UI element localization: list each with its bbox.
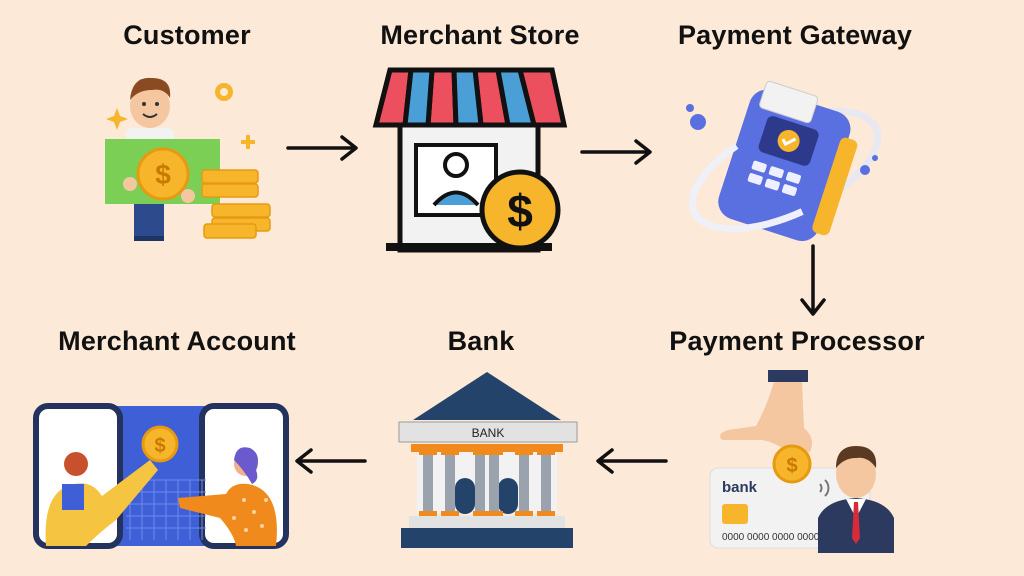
arrow-store-to-gateway <box>580 139 652 165</box>
merchant-store-illustration: $ <box>368 65 578 255</box>
arrow-bank-to-merchant-account <box>295 448 367 474</box>
merchant-account-label: Merchant Account <box>58 326 296 356</box>
customer-illustration: $ <box>100 66 275 246</box>
merchant-store-label: Merchant Store <box>380 20 580 50</box>
payment-processor-label: Payment Processor <box>669 326 925 356</box>
svg-text:$: $ <box>786 455 797 477</box>
arrow-gateway-to-processor <box>800 244 826 316</box>
svg-text:$: $ <box>155 159 171 190</box>
payment-processor-illustration: bank 0000 0000 0000 0000 $ <box>706 368 906 553</box>
arrow-customer-to-store <box>286 135 358 161</box>
bank-sign: BANK <box>472 426 505 440</box>
arrow-processor-to-bank <box>596 448 668 474</box>
bank-illustration: BANK <box>395 370 580 550</box>
bank-label: Bank <box>447 326 515 356</box>
svg-text:$: $ <box>507 185 533 237</box>
payment-gateway-label: Payment Gateway <box>677 20 913 50</box>
svg-text:$: $ <box>154 435 165 457</box>
merchant-account-illustration: $ <box>30 400 290 550</box>
card-brand: bank <box>722 479 758 496</box>
payment-gateway-illustration <box>670 70 890 250</box>
customer-label: Customer <box>123 20 251 50</box>
card-number: 0000 0000 0000 0000 <box>722 532 820 543</box>
